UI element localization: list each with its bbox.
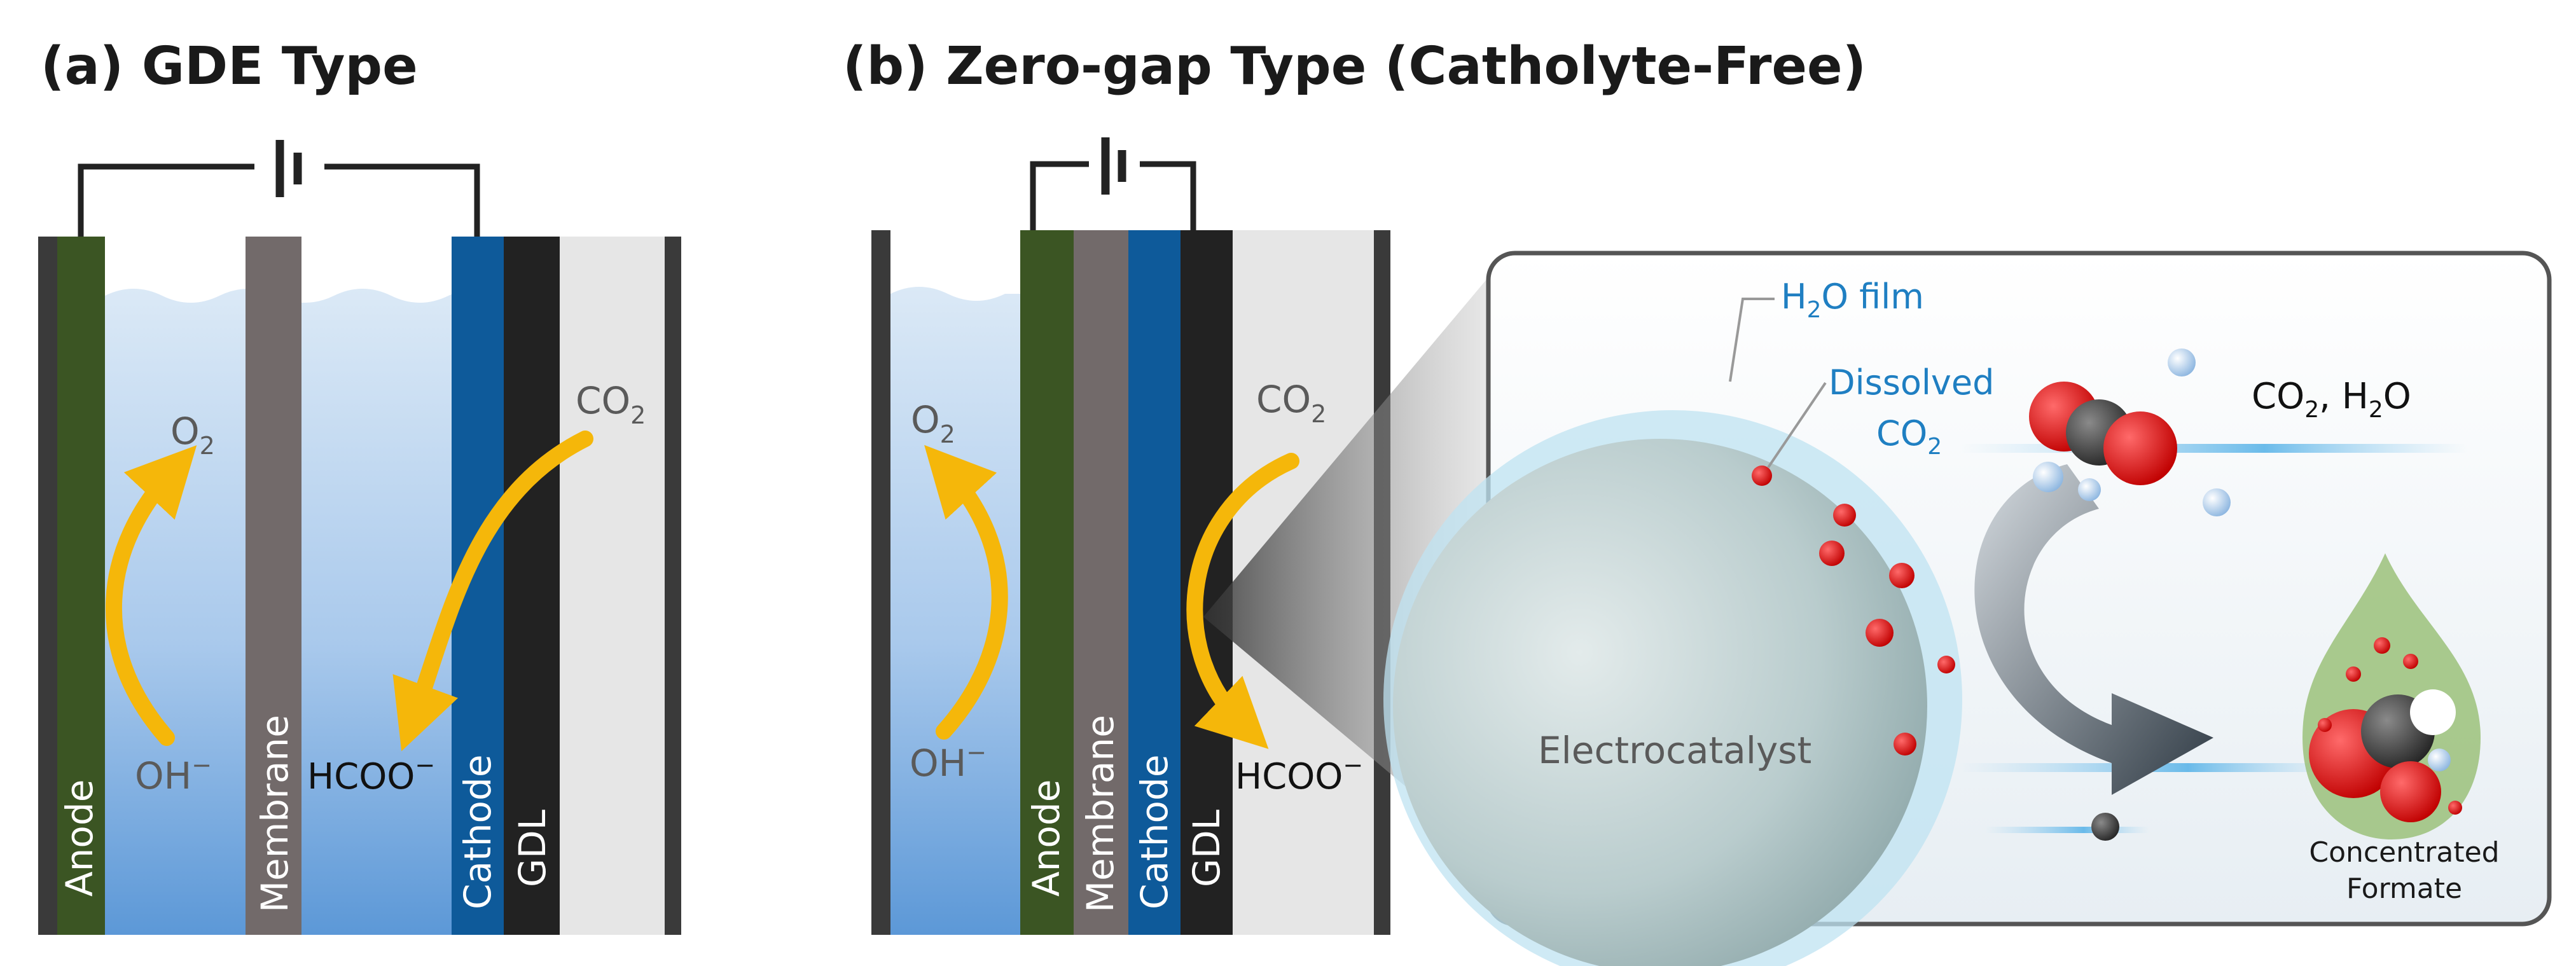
- panel-a-co2: CO2: [576, 379, 646, 429]
- h2o-film-label: H2O film: [1781, 277, 1924, 323]
- ads-3: [1819, 541, 1845, 566]
- dissolved-pointer: [1767, 382, 1827, 469]
- panel-b-anode-arrow: [924, 445, 1008, 740]
- ads-8: [2091, 813, 2119, 841]
- electrocatalyst-label: Electrocatalyst: [1538, 729, 1811, 772]
- panel-b-battery: [1089, 156, 1140, 176]
- droplet-dot-3: [2403, 654, 2418, 669]
- droplet-dot-2: [2346, 666, 2361, 682]
- product-label-line1: Concentrated: [2309, 836, 2499, 869]
- panel-b: (b) Zero-gap Type (Catholyte-Free) Anode…: [843, 36, 1866, 935]
- panel-b-gdl-label: GDL: [1185, 810, 1228, 887]
- panel-a-membrane: [246, 237, 301, 935]
- panel-a-anode-arrow: [105, 445, 197, 746]
- panel-a-title: (a) GDE Type: [41, 36, 418, 97]
- ads-1: [1752, 466, 1772, 486]
- panel-a-membrane-label: Membrane: [253, 715, 296, 913]
- catalyst-particle: [1383, 410, 1962, 966]
- panel-b-cathode-label: Cathode: [1133, 754, 1176, 909]
- feed-label: CO2, H2O: [2252, 376, 2411, 423]
- panel-a-o2: O2: [170, 410, 215, 460]
- droplet-dot-1: [2374, 637, 2390, 654]
- ads-5: [1866, 619, 1894, 647]
- streak-lower: [1984, 827, 2150, 833]
- inset-panel: H2O film Dissolved CO2 CO2, H2O Electroc…: [1383, 251, 2552, 966]
- ads-4: [1889, 563, 1915, 588]
- panel-a-anode-label: Anode: [58, 780, 101, 897]
- formate-droplet: [2302, 553, 2481, 839]
- ads-7: [1894, 733, 1916, 756]
- transport-arrow: [1974, 464, 2213, 795]
- streak-upper: [1959, 444, 2468, 453]
- panel-a: (a) GDE Type Anode Membrane Cathode GDL …: [38, 36, 681, 935]
- film-pointer: [1729, 298, 1775, 382]
- co2-o-right: [2103, 411, 2177, 485]
- dissolved-label-line2: CO2: [1876, 413, 1942, 460]
- panel-b-title: (b) Zero-gap Type (Catholyte-Free): [843, 36, 1866, 97]
- panel-a-cathode-arrow: [392, 431, 593, 752]
- panel-b-co2: CO2: [1256, 378, 1326, 428]
- product-label-line2: Formate: [2346, 873, 2462, 905]
- droplet-h-1: [2410, 689, 2456, 735]
- panel-a-hcoo: HCOO−: [307, 751, 435, 797]
- ads-2: [1833, 504, 1856, 527]
- panel-b-oh: OH−: [910, 738, 987, 785]
- water-4: [2203, 488, 2231, 516]
- panel-a-anode: [57, 237, 105, 935]
- panel-b-cathode: [1128, 230, 1181, 935]
- panel-b-membrane-label: Membrane: [1079, 715, 1122, 913]
- panel-a-right-wall: [665, 237, 681, 935]
- panel-a-oh: OH−: [135, 751, 212, 797]
- panel-a-gdl: [504, 237, 560, 935]
- panel-a-electrolyte: [105, 289, 520, 935]
- panel-a-battery: [254, 159, 324, 178]
- droplet-dot-5: [2448, 801, 2462, 815]
- panel-b-cathode-arrow: [1186, 453, 1299, 749]
- panel-a-gas-chamber: [560, 237, 665, 935]
- electrocatalyst-sphere: [1393, 439, 1927, 966]
- water-1: [2168, 348, 2196, 376]
- panel-a-gdl-label: GDL: [511, 810, 554, 887]
- water-3: [2078, 478, 2101, 501]
- dissolved-label-line1: Dissolved: [1829, 362, 1994, 403]
- water-molecules: [2033, 348, 2231, 516]
- droplet-h-2: [2428, 749, 2451, 771]
- panel-b-anode: [1020, 230, 1074, 935]
- panel-a-cathode-label: Cathode: [456, 754, 499, 909]
- panel-b-anode-label: Anode: [1025, 780, 1068, 897]
- panel-b-o2: O2: [911, 398, 955, 448]
- adsorbed-co2: [1752, 466, 2119, 841]
- droplet-o-2: [2380, 761, 2441, 822]
- panel-b-hcoo: HCOO−: [1235, 751, 1363, 797]
- panel-a-left-wall: [38, 237, 57, 935]
- water-2: [2033, 462, 2063, 492]
- co2-molecule: [2029, 382, 2177, 485]
- panel-b-membrane: [1074, 230, 1128, 935]
- droplet-dot-4: [2318, 718, 2332, 732]
- panel-b-left-wall: [871, 230, 890, 935]
- ads-6: [1937, 656, 1955, 673]
